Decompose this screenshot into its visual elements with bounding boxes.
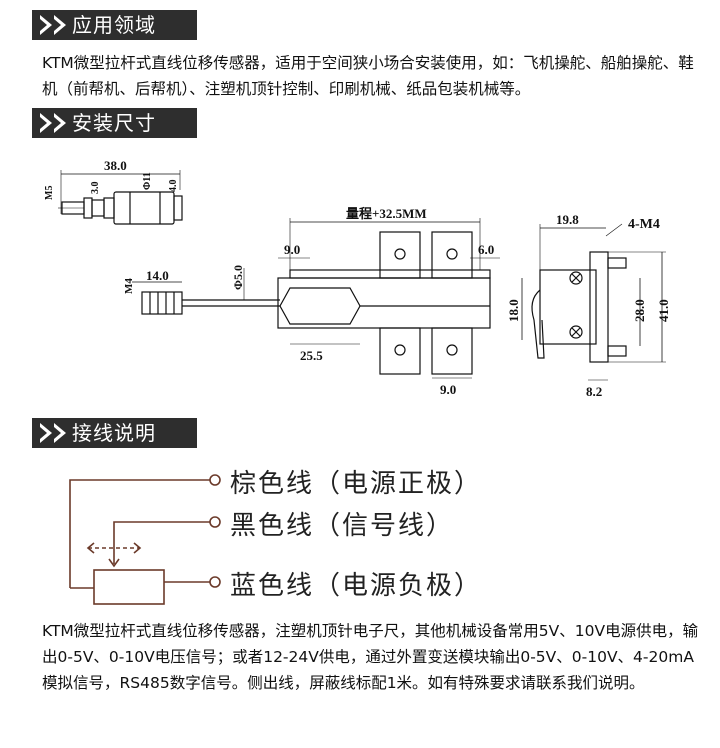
dim-4: 4.0 [168, 180, 179, 193]
dim-6: 6.0 [478, 242, 494, 257]
dim-14: 14.0 [146, 268, 169, 283]
dim-9a: 9.0 [284, 242, 300, 257]
dim-9b: 9.0 [440, 382, 456, 397]
dim-range: 量程+32.5MM [346, 206, 427, 221]
wire-label-brown: 棕色线（电源正极） [230, 469, 483, 499]
section-header-wiring: 接线说明 [32, 418, 197, 448]
application-description: KTM微型拉杆式直线位移传感器，适用于空间狭小场合安装使用，如：飞机操舵、船舶操… [42, 54, 694, 98]
dim-25: 25.5 [300, 348, 323, 363]
dim-38: 38.0 [104, 158, 127, 173]
section-title: 安装尺寸 [72, 111, 156, 135]
dim-41: 41.0 [656, 299, 671, 322]
dimension-drawing: 38.0 M5 3.0 Φ11 4.0 M4 14.0 Φ5.0 量程+32.5… [44, 158, 671, 399]
dim-m4: M4 [123, 278, 135, 294]
section-header-application: 应用领域 [32, 10, 197, 40]
dim-28: 28.0 [632, 299, 647, 322]
dim-phi11: Φ11 [142, 172, 153, 190]
double-chevron-icon [32, 418, 78, 448]
dim-4m4: 4-M4 [628, 217, 660, 232]
section-header-dimensions: 安装尺寸 [32, 108, 197, 138]
dim-82: 8.2 [586, 384, 602, 399]
dim-19: 19.8 [556, 212, 579, 227]
section-title: 接线说明 [72, 421, 156, 445]
dim-3: 3.0 [90, 182, 101, 195]
wire-label-black: 黑色线（信号线） [230, 511, 455, 541]
dim-m5: M5 [44, 186, 55, 200]
wiring-description: KTM微型拉杆式直线位移传感器，注塑机顶针电子尺，其他机械设备常用5V、10V电… [42, 622, 699, 692]
dim-phi5: Φ5.0 [231, 265, 245, 290]
double-chevron-icon [32, 10, 78, 40]
wire-label-blue: 蓝色线（电源负极） [230, 571, 483, 601]
wiring-diagram [69, 474, 221, 605]
double-chevron-icon [32, 108, 78, 138]
section-title: 应用领域 [72, 13, 156, 37]
dim-18: 18.0 [506, 299, 521, 322]
